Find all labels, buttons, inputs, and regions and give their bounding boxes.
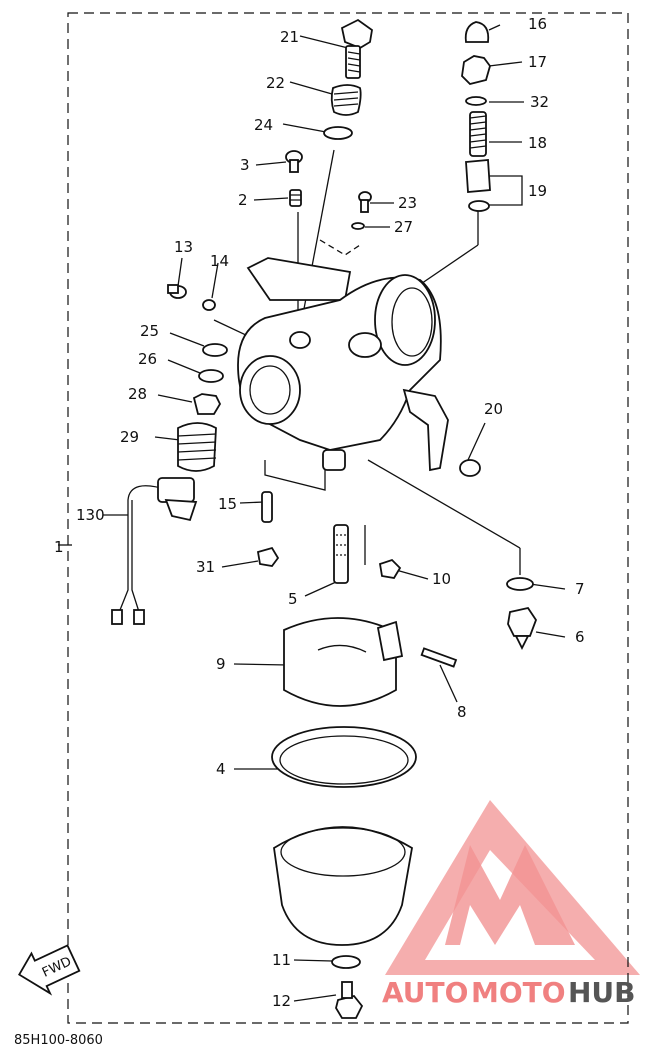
callout-4: 4	[216, 760, 226, 778]
callout-6: 6	[575, 628, 585, 646]
part-19-plunger	[465, 159, 491, 212]
part-23-screw	[358, 191, 372, 213]
fwd-arrow-icon: FWD	[18, 944, 81, 996]
callout-5: 5	[288, 590, 298, 608]
part-8-pin	[420, 647, 458, 668]
callout-29: 29	[120, 428, 139, 446]
watermark-hub: HUB	[568, 976, 636, 1009]
part-28-nut	[192, 393, 222, 415]
drawing-code: 85H100-8060	[14, 1033, 103, 1048]
part-27-washer	[351, 222, 365, 230]
part-22-spring	[330, 84, 362, 116]
part-12-drain-screw	[335, 981, 364, 1019]
assembly-boundary	[67, 12, 629, 1024]
part-31-jet	[256, 546, 280, 567]
callout-19: 19	[528, 182, 547, 200]
part-5-needle-jet	[333, 524, 349, 584]
callout-12: 12	[272, 992, 291, 1010]
part-float-bowl	[273, 826, 413, 946]
part-10-main-jet	[378, 558, 402, 579]
callout-26: 26	[138, 350, 157, 368]
part-25-washer	[202, 343, 228, 357]
part-20-clip	[459, 459, 481, 477]
part-14-clip	[202, 299, 216, 311]
part-17-nut	[461, 55, 491, 85]
callout-1: 1	[54, 538, 64, 556]
part-11-washer	[331, 955, 361, 969]
callout-10: 10	[432, 570, 451, 588]
watermark-auto: AUTO	[382, 976, 468, 1009]
callout-20: 20	[484, 400, 503, 418]
callout-15: 15	[218, 495, 237, 513]
callout-16: 16	[528, 15, 547, 33]
callout-11: 11	[272, 951, 291, 969]
callout-7: 7	[575, 580, 585, 598]
callout-3: 3	[240, 156, 250, 174]
part-7-washer	[506, 577, 534, 591]
callout-17: 17	[528, 53, 547, 71]
callout-31: 31	[196, 558, 215, 576]
callout-23: 23	[398, 194, 417, 212]
callout-labels: 21 22 24 3 2 16 17 32 18 19 23 27 13 14 …	[54, 15, 585, 1010]
part-26-washer	[198, 369, 224, 383]
part-21-screw	[340, 18, 373, 79]
callout-8: 8	[457, 703, 467, 721]
part-15-jet	[261, 491, 273, 523]
callout-22: 22	[266, 74, 285, 92]
callout-25: 25	[140, 322, 159, 340]
part-130-starter-wire	[111, 477, 198, 625]
callout-13: 13	[174, 238, 193, 256]
callout-27: 27	[394, 218, 413, 236]
watermark-logo	[385, 800, 640, 975]
callout-9: 9	[216, 655, 226, 673]
part-24-washer	[323, 126, 353, 140]
part-32-o-ring	[465, 96, 487, 106]
callout-24: 24	[254, 116, 273, 134]
part-6-needle-valve	[507, 606, 538, 651]
callout-14: 14	[210, 252, 229, 270]
callout-32: 32	[530, 93, 549, 111]
callout-2: 2	[238, 191, 248, 209]
watermark-text: AUTO MOTO HUB	[382, 976, 636, 1009]
callout-130: 130	[76, 506, 105, 524]
part-13-screw	[167, 284, 187, 299]
part-3-screw	[285, 150, 303, 173]
part-16-cap	[464, 21, 490, 43]
part-carburetor-body	[237, 257, 449, 472]
part-9-float	[283, 617, 404, 707]
callout-21: 21	[280, 28, 299, 46]
part-18-spring	[469, 111, 487, 157]
part-2-pilot-jet	[289, 189, 302, 207]
part-29-spring	[177, 422, 217, 472]
callout-28: 28	[128, 385, 147, 403]
callout-18: 18	[528, 134, 547, 152]
watermark-moto: MOTO	[471, 976, 566, 1009]
part-4-gasket	[271, 726, 417, 788]
